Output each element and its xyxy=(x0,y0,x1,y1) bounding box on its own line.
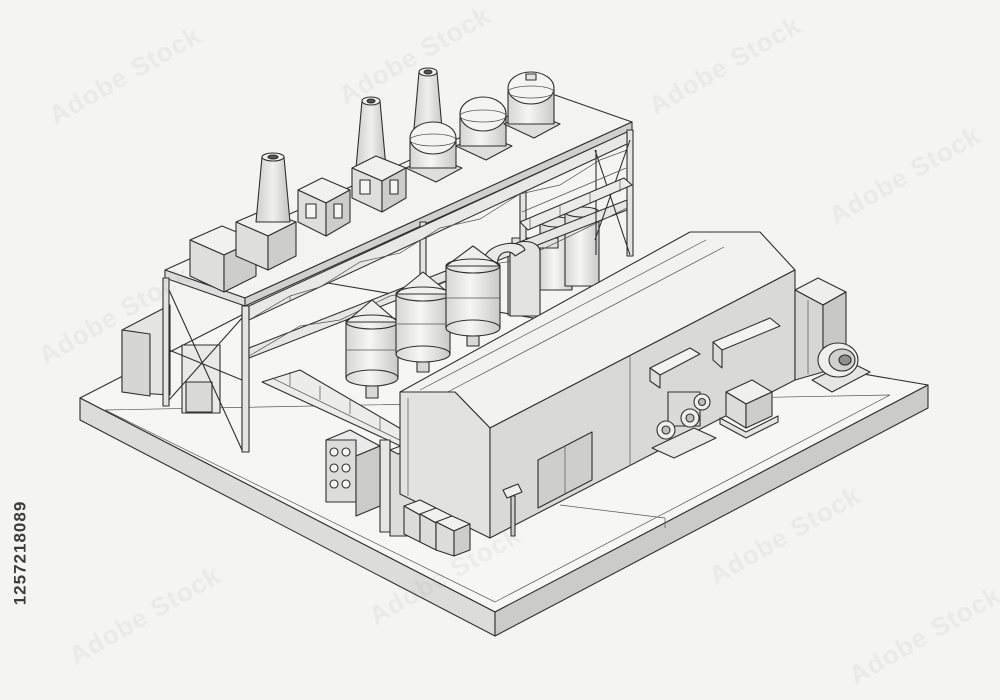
stock-id-label: 1257218089 xyxy=(6,458,34,648)
pipe-stack xyxy=(325,429,381,517)
front-equipment xyxy=(649,317,871,459)
rooftop-equipment xyxy=(189,67,561,293)
silo-2 xyxy=(395,271,451,373)
sign-post xyxy=(502,483,523,537)
silo-3 xyxy=(445,245,501,347)
stock-id-text: 1257218089 xyxy=(10,500,30,606)
crates xyxy=(403,499,471,557)
silo-1 xyxy=(345,299,399,399)
